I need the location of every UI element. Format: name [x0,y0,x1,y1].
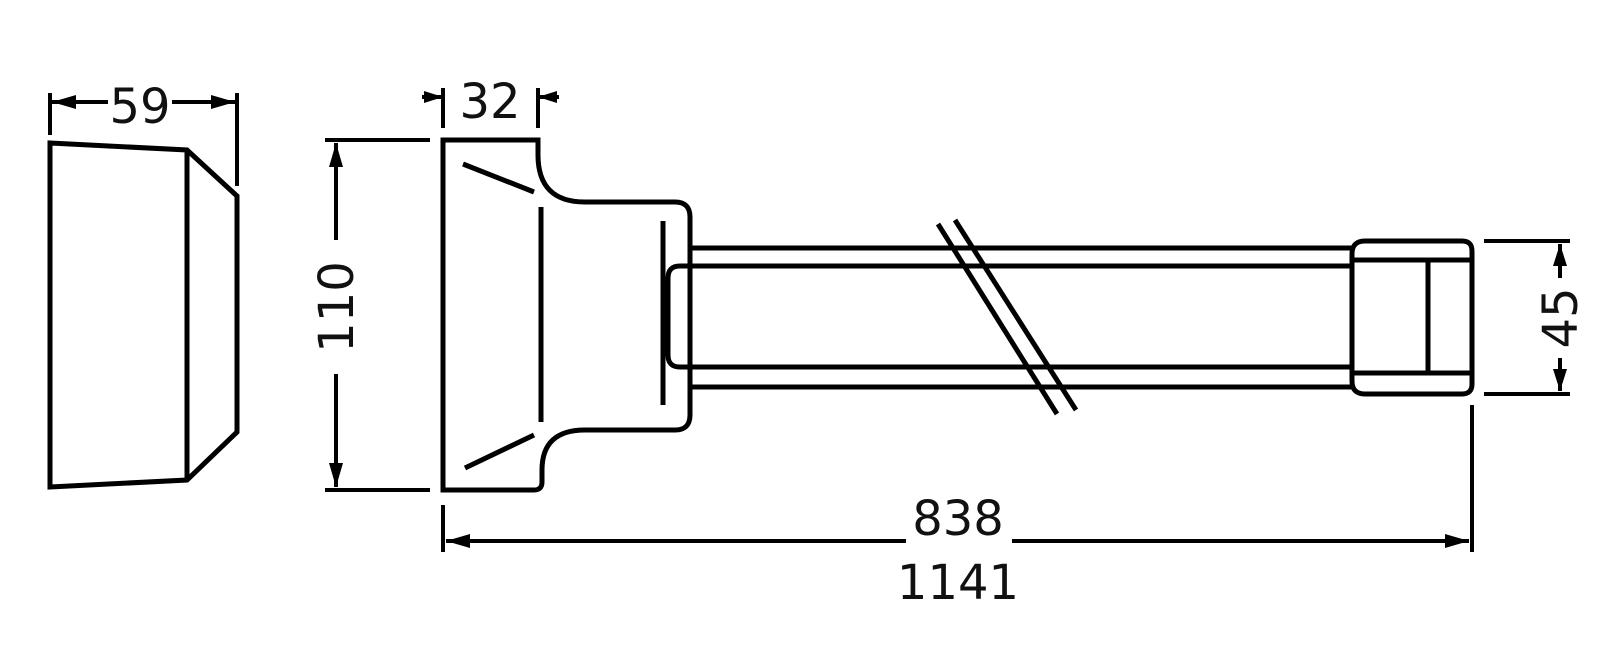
arrowhead-bottom [329,463,343,487]
tube-end-cap [1349,238,1475,397]
arrowhead-left [52,95,76,109]
dimension-label-1141: 1141 [897,555,1019,611]
arrowhead-right [538,91,557,103]
arrowhead-right [211,95,235,109]
end-cap-outline [47,140,240,490]
end-cap-view [47,140,240,490]
arrowhead-left [424,91,443,103]
break-line-right [952,218,1079,412]
dimension-label-838: 838 [912,491,1004,547]
main-part-view [440,137,1475,493]
arrowhead-right [1445,534,1469,548]
dimension-label-45: 45 [1533,287,1589,348]
tube-inner-outline [665,263,1352,370]
arrowhead-top [329,143,343,167]
arrowhead-left [446,534,470,548]
arrowhead-bottom [1553,369,1567,391]
dimension-32: 32 [422,74,559,130]
flange-bevel-bottom [463,432,536,471]
arrowhead-top [1553,244,1567,266]
dimension-label-32: 32 [459,74,520,130]
flange-outline [440,137,693,493]
dimension-label-59: 59 [109,79,170,135]
flange-bevel-top [462,161,535,195]
dimension-label-110: 110 [309,261,365,353]
dimension-45: 45 [1484,239,1589,396]
dimension-59: 59 [48,79,239,186]
dimension-length: 838 1141 [441,405,1474,611]
dimension-110: 110 [309,138,430,492]
break-line-left [935,222,1060,416]
